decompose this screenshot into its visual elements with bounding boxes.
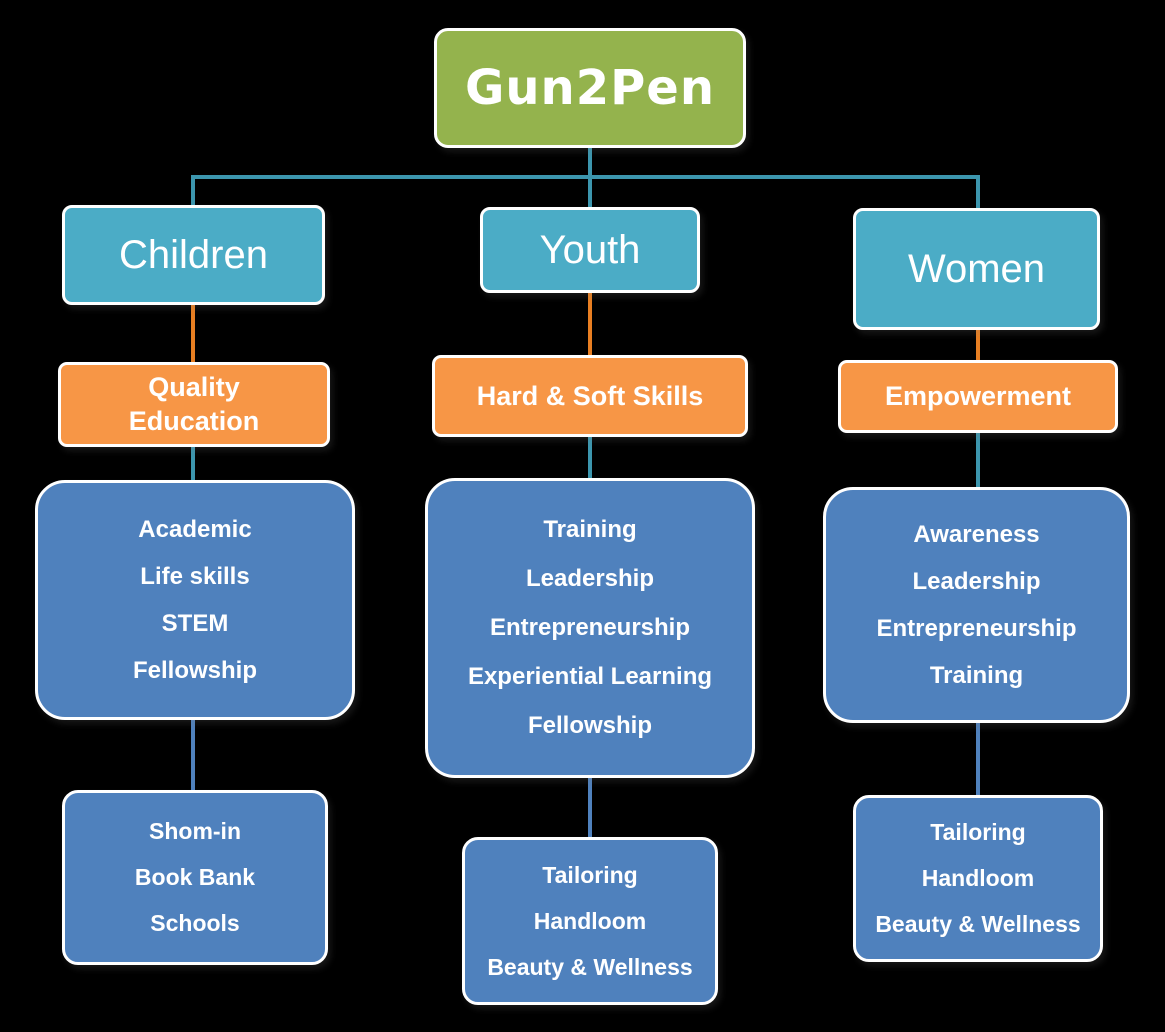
group-label-youth: Youth <box>539 227 641 272</box>
program-item: Entrepreneurship <box>489 614 691 641</box>
focus-label-children: Quality Education <box>128 371 260 436</box>
initiative-item: Beauty & Wellness <box>875 911 1081 937</box>
program-item: STEM <box>161 609 229 637</box>
focus-node-women: Empowerment <box>838 360 1118 433</box>
group-node-children: Children <box>62 205 325 305</box>
connector-branch-bar <box>191 175 980 179</box>
initiative-item: Shom-in <box>149 818 241 844</box>
programs-node-children: Academic Life skills STEM Fellowship <box>35 480 355 720</box>
initiative-item: Schools <box>150 910 240 936</box>
initiatives-node-youth: Tailoring Handloom Beauty & Wellness <box>462 837 718 1005</box>
group-label-women: Women <box>907 246 1046 291</box>
program-item: Awareness <box>913 520 1040 548</box>
program-item: Training <box>543 516 637 543</box>
initiative-item: Beauty & Wellness <box>487 953 693 980</box>
program-item: Fellowship <box>132 656 257 684</box>
initiative-item: Tailoring <box>930 819 1026 845</box>
connector-children-initiatives <box>191 720 195 791</box>
focus-node-youth: Hard & Soft Skills <box>432 355 748 437</box>
focus-label-women: Empowerment <box>884 381 1072 411</box>
group-node-youth: Youth <box>480 207 700 293</box>
connector-women-initiatives <box>976 723 980 796</box>
connector-children-programs <box>191 447 195 481</box>
program-item: Entrepreneurship <box>876 614 1077 642</box>
connector-drop-children <box>191 177 195 206</box>
program-item: Life skills <box>140 562 250 590</box>
connector-root-stub <box>588 148 592 178</box>
focus-node-children: Quality Education <box>58 362 330 447</box>
connector-drop-youth <box>588 177 592 208</box>
connector-youth-initiatives <box>588 778 592 838</box>
root-node: Gun2Pen <box>434 28 746 148</box>
program-item: Academic <box>138 515 252 543</box>
root-label: Gun2Pen <box>464 60 716 116</box>
program-item: Experiential Learning <box>467 663 713 690</box>
programs-node-women: Awareness Leadership Entrepreneurship Tr… <box>823 487 1130 723</box>
connector-women-focus <box>976 330 980 361</box>
connector-youth-focus <box>588 293 592 356</box>
initiatives-node-women: Tailoring Handloom Beauty & Wellness <box>853 795 1103 962</box>
initiatives-node-children: Shom-in Book Bank Schools <box>62 790 328 965</box>
group-node-women: Women <box>853 208 1100 330</box>
connector-youth-programs <box>588 437 592 479</box>
group-label-children: Children <box>119 232 268 277</box>
initiative-item: Book Bank <box>134 864 256 890</box>
connector-children-focus <box>191 305 195 363</box>
focus-label-youth: Hard & Soft Skills <box>476 380 704 411</box>
program-item: Leadership <box>912 567 1041 595</box>
initiative-item: Handloom <box>533 907 647 934</box>
program-item: Training <box>929 661 1024 689</box>
connector-drop-women <box>976 177 980 209</box>
initiative-item: Tailoring <box>542 861 638 888</box>
connector-women-programs <box>976 433 980 488</box>
programs-node-youth: Training Leadership Entrepreneurship Exp… <box>425 478 755 778</box>
program-item: Leadership <box>525 565 655 592</box>
initiative-item: Handloom <box>921 865 1035 891</box>
program-item: Fellowship <box>527 712 652 739</box>
